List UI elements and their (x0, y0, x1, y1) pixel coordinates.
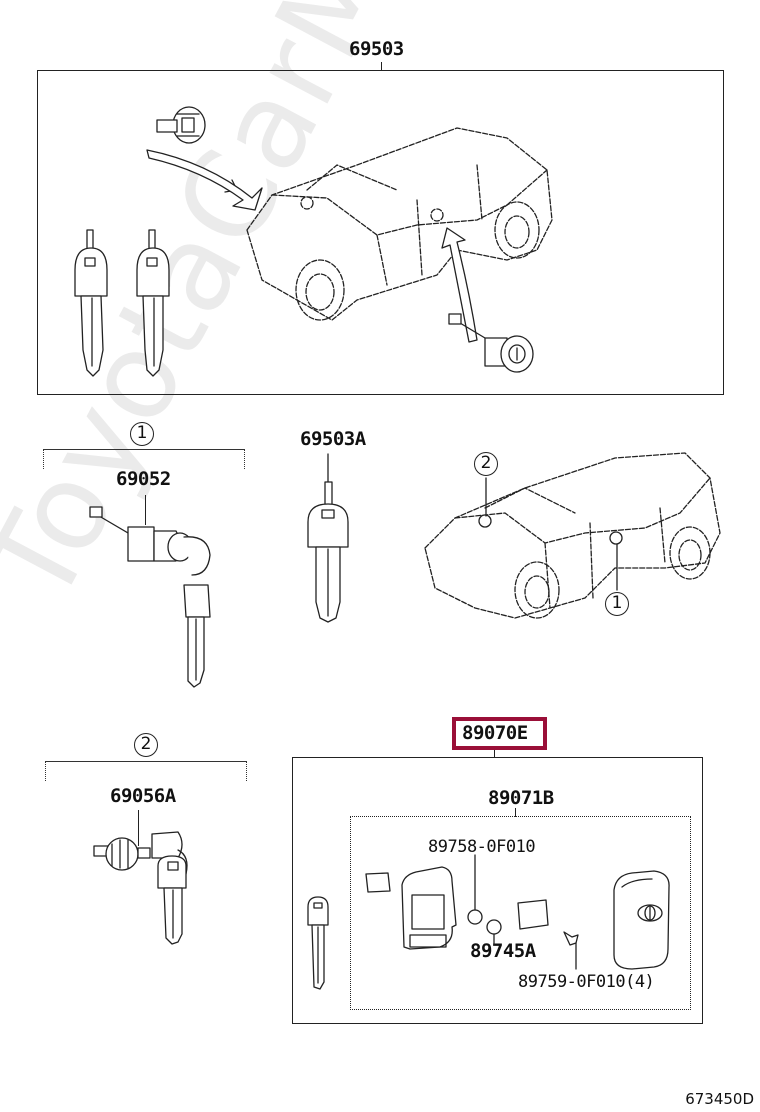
key-icon-1 (74, 229, 108, 377)
transmitter-front-case-logo-icon (613, 870, 670, 970)
leader-line (138, 810, 139, 846)
part-label-69503A[interactable]: 69503A (300, 428, 366, 450)
set-frame-69503 (37, 70, 724, 395)
blank-key-illustration (307, 453, 349, 623)
set-frame-89070E (292, 757, 703, 1024)
callout-circle-1: 1 (130, 422, 154, 446)
leader-line (381, 62, 382, 70)
leader-line (145, 495, 146, 525)
group-bracket-2 (45, 761, 247, 781)
highlight-box-89070E (452, 717, 547, 750)
hood-lock-cylinder-with-keys-illustration (93, 831, 188, 945)
ignition-cylinder-icon (156, 106, 206, 144)
leader-line (515, 808, 516, 817)
door-lock-cylinder-with-keys-illustration (89, 506, 211, 688)
sub-assembly-frame-89071B (350, 816, 691, 1010)
callout-circle-2: 2 (134, 733, 158, 757)
vehicle-callout-2: 2 (474, 452, 498, 476)
part-label-89745A[interactable]: 89745A (470, 940, 536, 962)
part-label-89759-0F010[interactable]: 89759-0F010(4) (518, 972, 655, 992)
part-label-89071B[interactable]: 89071B (488, 787, 554, 809)
key-icon-2 (136, 229, 170, 377)
group-bracket-1 (43, 449, 245, 469)
part-label-89758-0F010[interactable]: 89758-0F010 (428, 837, 536, 857)
vehicle-outline-icon (246, 127, 553, 321)
transmitter-parts-illustration (307, 854, 670, 990)
part-label-69503[interactable]: 69503 (349, 38, 404, 60)
leader-line (494, 750, 495, 758)
part-label-69056A[interactable]: 69056A (110, 785, 176, 807)
vehicle-callout-1: 1 (605, 592, 629, 616)
transmitter-case-back-icon (401, 866, 457, 950)
figure-code: 673450D (685, 1090, 754, 1108)
part-label-69052[interactable]: 69052 (116, 468, 171, 490)
top-set-illustration (74, 106, 553, 377)
vehicle-callout-illustration (424, 452, 721, 619)
part-label-89070E[interactable]: 89070E (462, 722, 528, 744)
mechanical-key-icon (307, 896, 329, 990)
door-lock-cylinder-icon (448, 313, 534, 373)
